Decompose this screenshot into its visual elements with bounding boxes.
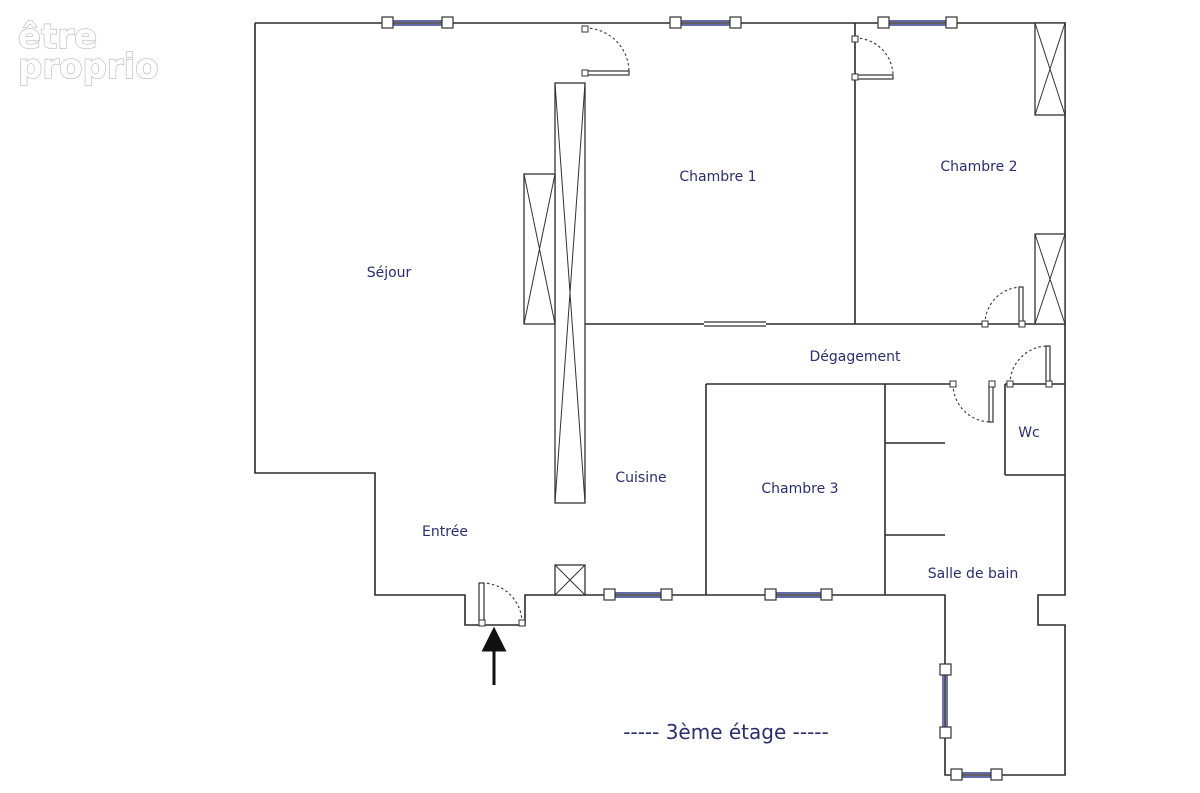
logo-line-1: être bbox=[18, 17, 97, 57]
window-bottom-3 bbox=[950, 768, 1003, 781]
room-label-chambre-2: Chambre 2 bbox=[940, 159, 1017, 175]
duct-side bbox=[523, 173, 556, 325]
duct-tall bbox=[554, 82, 586, 504]
floor-label: ----- 3ème étage ----- bbox=[623, 720, 828, 744]
door-chambre-2 bbox=[851, 35, 894, 81]
duct-mid-right bbox=[1034, 233, 1066, 325]
room-label-cuisine: Cuisine bbox=[615, 470, 666, 486]
entrance-arrow bbox=[481, 626, 507, 685]
door-wc bbox=[1006, 345, 1053, 388]
duct-top-right bbox=[1034, 22, 1066, 116]
room-label-sejour: Séjour bbox=[367, 265, 412, 281]
sliding-door bbox=[704, 321, 766, 327]
interior-walls bbox=[584, 23, 1065, 595]
window-bathroom-side bbox=[939, 663, 952, 739]
door-entree bbox=[478, 582, 526, 627]
room-label-entree: Entrée bbox=[422, 524, 468, 540]
logo-line-2: proprio bbox=[18, 47, 159, 87]
window-bottom-1 bbox=[603, 588, 673, 601]
room-label-salle-de-bain: Salle de bain bbox=[928, 566, 1019, 582]
logo: être proprio bbox=[17, 16, 159, 87]
room-label-degagement: Dégagement bbox=[810, 349, 901, 365]
door-degagement-chambre-2 bbox=[981, 286, 1026, 328]
door-salle-de-bain bbox=[949, 380, 996, 423]
room-label-chambre-1: Chambre 1 bbox=[679, 169, 756, 185]
exterior-walls bbox=[254, 22, 1066, 776]
room-label-chambre-3: Chambre 3 bbox=[761, 481, 838, 497]
room-label-wc: Wc bbox=[1018, 425, 1040, 441]
window-top-3 bbox=[877, 16, 958, 29]
window-bottom-2 bbox=[764, 588, 833, 601]
door-chambre-1 bbox=[581, 25, 630, 77]
window-top-2 bbox=[669, 16, 742, 29]
window-top-1 bbox=[381, 16, 454, 29]
duct-small bbox=[554, 564, 586, 596]
